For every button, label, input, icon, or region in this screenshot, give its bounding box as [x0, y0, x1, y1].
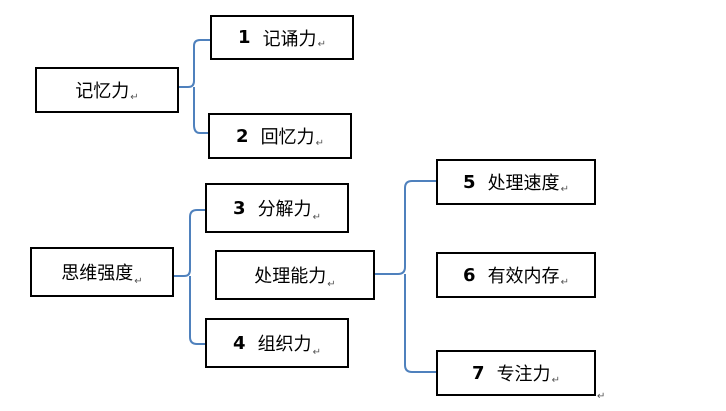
- bracket-processing-ability: [375, 180, 436, 373]
- node-organization-number: 4: [233, 332, 246, 354]
- node-processing-speed: 5 处理速度↵: [436, 159, 596, 205]
- node-memory: 记忆力↵: [35, 67, 179, 113]
- paragraph-mark: ↵: [560, 184, 569, 195]
- paragraph-mark: ↵: [130, 92, 139, 103]
- node-recitation-label: 记诵力: [262, 28, 317, 50]
- node-recall-number: 2: [236, 125, 249, 147]
- paragraph-mark: ↵: [312, 347, 321, 358]
- node-processing-speed-number: 5: [463, 171, 476, 193]
- node-analysis-number: 3: [233, 197, 246, 219]
- node-recitation-number: 1: [238, 27, 251, 48]
- paragraph-mark: ↵: [312, 212, 321, 223]
- node-attention-number: 7: [472, 362, 485, 384]
- paragraph-mark: ↵: [327, 279, 336, 290]
- node-processing-ability: 处理能力↵: [215, 250, 375, 300]
- node-analysis: 3 分解力↵: [205, 183, 349, 233]
- bracket-memory: [179, 39, 210, 134]
- node-working-memory-number: 6: [463, 264, 476, 286]
- node-recall-label: 回忆力: [260, 127, 315, 148]
- node-attention-label: 专注力: [496, 364, 551, 385]
- trailing-paragraph-mark: ↵: [597, 391, 606, 402]
- node-thinking-intensity-label: 思维强度: [61, 263, 134, 284]
- paragraph-mark: ↵: [560, 277, 569, 288]
- bracket-thinking-intensity: [174, 209, 205, 345]
- node-processing-ability-label: 处理能力: [254, 266, 327, 287]
- node-recitation: 1 记诵力↵: [210, 15, 354, 60]
- node-organization-label: 组织力: [257, 334, 312, 355]
- paragraph-mark: ↵: [315, 138, 324, 149]
- node-processing-speed-label: 处理速度: [487, 173, 560, 194]
- paragraph-mark: ↵: [317, 39, 326, 50]
- node-memory-label: 记忆力: [75, 81, 130, 102]
- node-attention: 7 专注力↵: [436, 350, 596, 396]
- node-recall: 2 回忆力↵: [208, 113, 352, 159]
- node-analysis-label: 分解力: [257, 199, 312, 220]
- node-working-memory: 6 有效内存↵: [436, 252, 596, 298]
- node-working-memory-label: 有效内存: [487, 266, 560, 287]
- node-organization: 4 组织力↵: [205, 318, 349, 368]
- paragraph-mark: ↵: [134, 276, 143, 287]
- paragraph-mark: ↵: [551, 375, 560, 386]
- node-thinking-intensity: 思维强度↵: [30, 247, 174, 297]
